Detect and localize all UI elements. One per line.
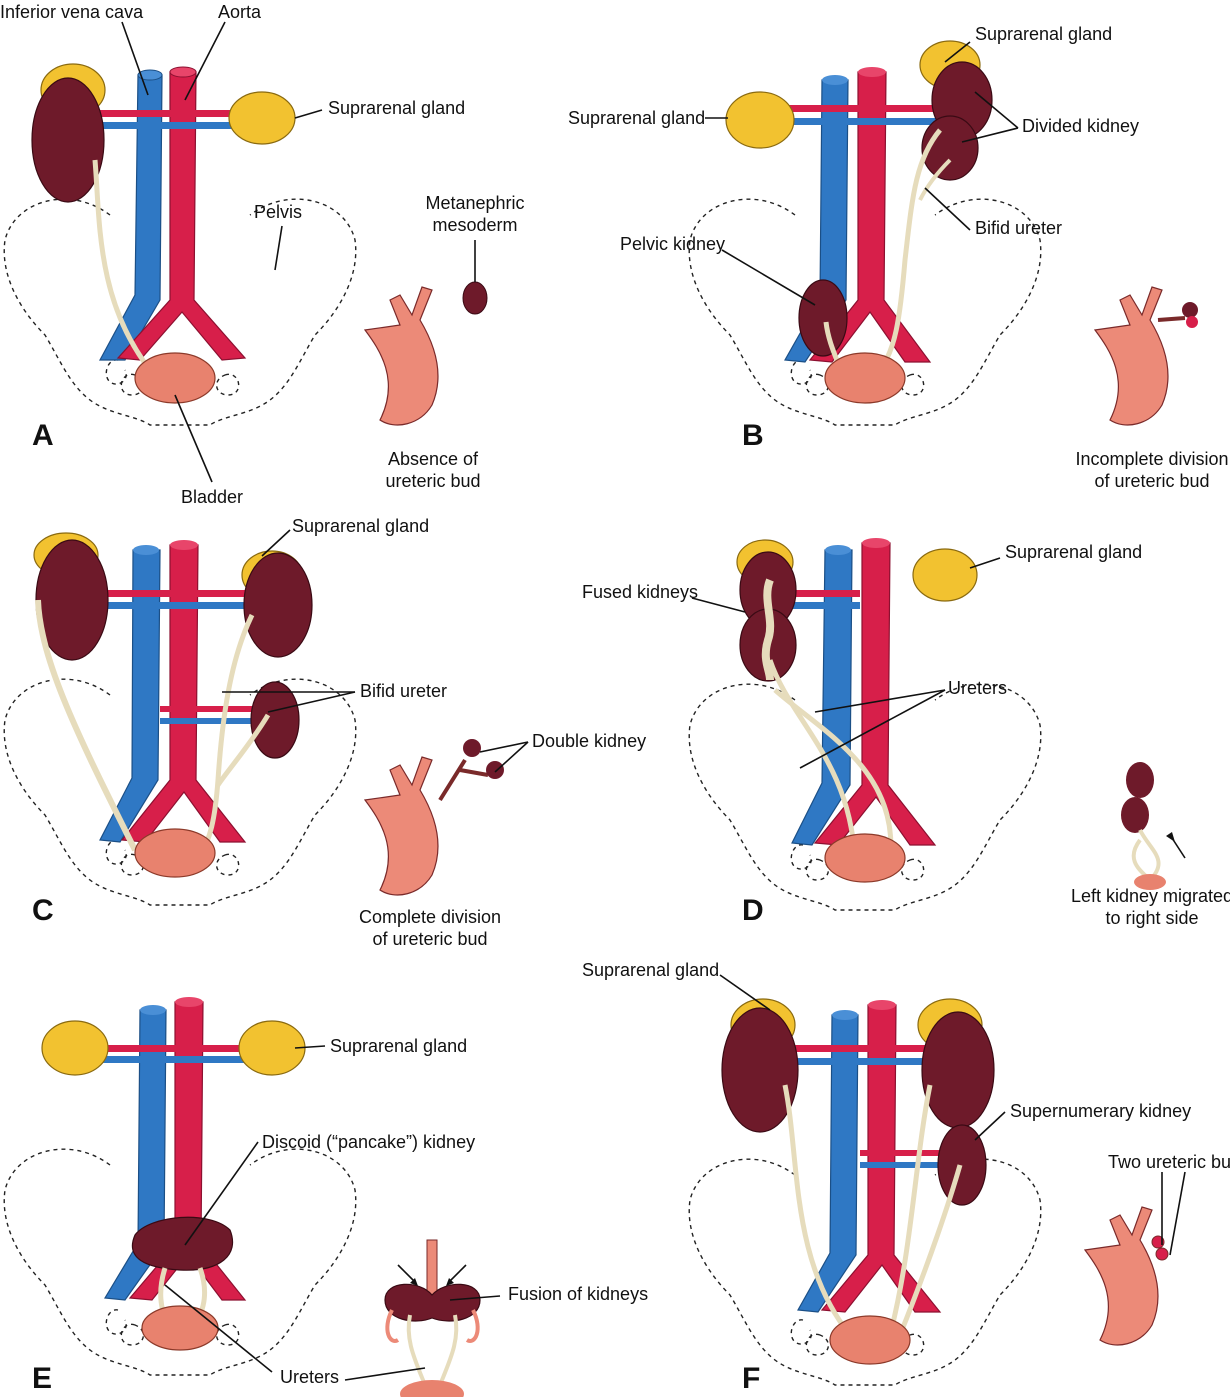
right-kidney — [32, 78, 104, 202]
suprarenal-gland-right — [726, 92, 794, 148]
label-suprarenal-gland: Suprarenal gland — [582, 960, 719, 980]
bladder — [825, 353, 905, 403]
label-suprarenal-gland: Suprarenal gland — [292, 516, 429, 536]
panel-d: Suprarenal gland Fused kidneys Ureters L… — [582, 538, 1230, 928]
left-kidney — [244, 553, 312, 657]
label-bifid-ureter: Bifid ureter — [360, 681, 447, 701]
label-pelvic-kidney: Pelvic kidney — [620, 234, 725, 254]
suprarenal-gland-left — [913, 549, 977, 601]
panel-b: Suprarenal gland Suprarenal gland Divide… — [568, 24, 1229, 491]
panel-letter-f: F — [742, 1362, 760, 1395]
panel-f: Suprarenal gland Supernumerary kidney Tw… — [582, 960, 1230, 1395]
panel-e: Suprarenal gland Discoid (“pancake”) kid… — [4, 997, 648, 1397]
panel-letter-b: B — [742, 419, 764, 452]
bladder — [142, 1306, 218, 1350]
label-bifid-ureter: Bifid ureter — [975, 218, 1062, 238]
inferior-vena-cava — [100, 75, 162, 360]
panel-c: Suprarenal gland Bifid ureter Double kid… — [4, 516, 646, 949]
label-fused-kidneys: Fused kidneys — [582, 582, 698, 602]
caption-a-1: Absence of — [388, 449, 479, 469]
bladder — [825, 834, 905, 882]
label-discoid-kidney: Discoid (“pancake”) kidney — [262, 1132, 475, 1152]
label-metanephric-1: Metanephric — [425, 193, 524, 213]
discoid-kidney — [132, 1217, 232, 1270]
ureteric-bud-two — [1085, 1207, 1168, 1345]
label-suprarenal-gland-right: Suprarenal gland — [568, 108, 705, 128]
bladder — [830, 1316, 910, 1364]
label-divided-kidney: Divided kidney — [1022, 116, 1139, 136]
label-metanephric-2: mesoderm — [432, 215, 517, 235]
caption-c-2: of ureteric bud — [372, 929, 487, 949]
panel-letter-a: A — [32, 419, 54, 452]
suprarenal-gland-left — [229, 92, 295, 144]
label-double-kidney: Double kidney — [532, 731, 646, 751]
double-kidney-lower — [251, 682, 299, 758]
panel-a: Inferior vena cava Aorta Suprarenal glan… — [0, 2, 525, 507]
label-two-ureteric-buds: Two ureteric buds — [1108, 1152, 1230, 1172]
ureteric-bud-absent — [365, 287, 438, 425]
label-fusion-of-kidneys: Fusion of kidneys — [508, 1284, 648, 1304]
metanephric-mesoderm — [463, 282, 487, 314]
label-inferior-vena-cava: Inferior vena cava — [0, 2, 144, 22]
label-suprarenal-gland-left: Suprarenal gland — [975, 24, 1112, 44]
caption-b-1: Incomplete division — [1075, 449, 1228, 469]
bladder — [135, 829, 215, 877]
ureteric-bud-incomplete — [1095, 287, 1198, 425]
panel-letter-e: E — [32, 1362, 52, 1395]
label-suprarenal-gland: Suprarenal gland — [330, 1036, 467, 1056]
caption-c-1: Complete division — [359, 907, 501, 927]
panel-letter-d: D — [742, 894, 764, 927]
right-kidney — [722, 1008, 798, 1132]
label-bladder: Bladder — [181, 487, 243, 507]
caption-d-1: Left kidney migrated — [1071, 886, 1230, 906]
label-suprarenal-gland: Suprarenal gland — [1005, 542, 1142, 562]
ureteric-bud-complete — [365, 739, 504, 895]
label-ureters: Ureters — [280, 1367, 339, 1387]
pelvic-kidney — [799, 280, 847, 356]
label-suprarenal-gland: Suprarenal gland — [328, 98, 465, 118]
caption-d-2: to right side — [1105, 908, 1198, 928]
caption-b-2: of ureteric bud — [1094, 471, 1209, 491]
migrated-kidney-inset — [1121, 762, 1185, 890]
suprarenal-gland-right — [42, 1021, 108, 1075]
label-pelvis: Pelvis — [254, 202, 302, 222]
label-supernumerary-kidney: Supernumerary kidney — [1010, 1101, 1191, 1121]
left-kidney — [922, 1012, 994, 1128]
label-ureters: Ureters — [948, 678, 1007, 698]
panel-letter-c: C — [32, 894, 54, 927]
fusion-of-kidneys-inset — [385, 1240, 480, 1397]
caption-a-2: ureteric bud — [385, 471, 480, 491]
label-aorta: Aorta — [218, 2, 262, 22]
